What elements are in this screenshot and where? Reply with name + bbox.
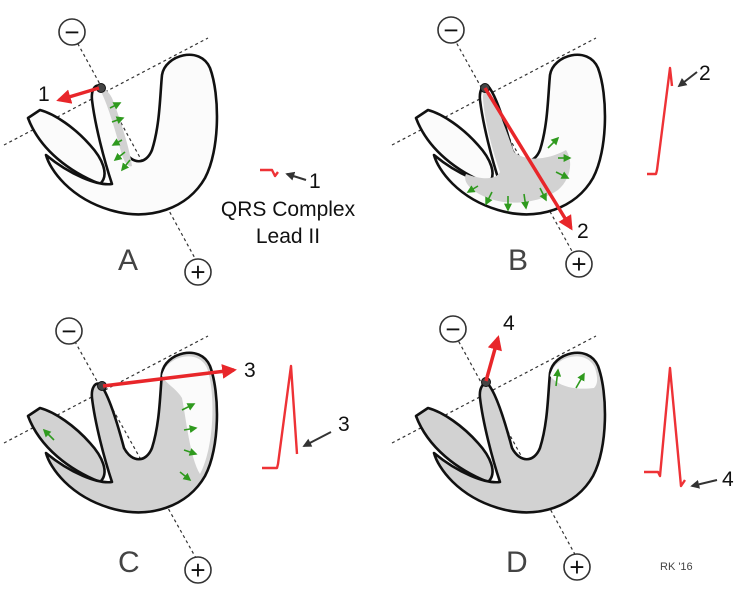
ventricle-shape <box>414 406 494 484</box>
local-arrow <box>42 428 55 441</box>
local-arrow <box>547 136 560 149</box>
panel-d: 4 − + D 4 <box>391 312 734 582</box>
lead-axis-line <box>71 32 198 263</box>
trace-label: 1 <box>309 170 321 193</box>
vector-arrow <box>102 364 237 388</box>
vector-label: 3 <box>244 359 256 382</box>
pointer-arrow <box>285 171 307 181</box>
minus-circle-icon: − <box>439 314 467 344</box>
ventricle-body <box>44 53 219 216</box>
trace-label: 2 <box>699 62 711 85</box>
vector-arrow <box>56 86 100 104</box>
svg-text:+: + <box>190 555 205 585</box>
local-arrow <box>111 138 123 146</box>
plus-circle-icon: + <box>184 257 212 287</box>
vector-arrow <box>484 335 502 382</box>
svg-text:+: + <box>569 552 584 582</box>
qrs-trace <box>647 66 674 176</box>
local-arrow <box>109 102 122 110</box>
panel-letter: B <box>508 244 528 277</box>
local-arrow <box>466 185 479 193</box>
local-arrow <box>121 159 131 172</box>
local-arrow <box>575 372 585 389</box>
vector-label: 4 <box>503 312 515 335</box>
local-arrow <box>521 193 530 210</box>
pointer-arrow <box>690 479 718 489</box>
ventricle-body <box>432 351 607 514</box>
svg-text:+: + <box>190 257 205 287</box>
trace-label: 3 <box>338 413 350 436</box>
panel-letter: C <box>118 546 140 579</box>
plus-circle-icon: + <box>565 249 593 279</box>
credit-text: RK '16 <box>660 561 693 573</box>
plus-circle-icon: + <box>184 555 212 585</box>
local-arrow <box>183 425 198 433</box>
pointer-arrow <box>677 71 698 88</box>
lead-axis-line <box>68 330 198 561</box>
panel-a: 1 − + A 1 <box>3 17 321 287</box>
caption-qrs-complex: QRS Complex <box>221 198 356 221</box>
depolarized-region <box>100 89 132 167</box>
svg-text:−: − <box>64 17 79 47</box>
qrs-trace <box>644 366 686 488</box>
minus-circle-icon: − <box>58 17 86 47</box>
svg-text:−: − <box>443 15 458 45</box>
vector-label: 1 <box>38 83 50 106</box>
ventricle-shape <box>26 406 106 484</box>
svg-text:−: − <box>445 314 460 344</box>
vector-label: 2 <box>577 220 589 243</box>
ventricle-shape <box>26 108 106 186</box>
undepolarized-region <box>550 356 598 389</box>
vector-arrow <box>483 87 573 231</box>
plus-circle-icon: + <box>563 552 591 582</box>
qrs-trace <box>260 168 279 178</box>
local-arrow <box>181 403 196 411</box>
local-arrow <box>113 151 126 161</box>
local-arrow <box>553 368 562 387</box>
undepolarized-region <box>162 356 213 474</box>
svg-text:−: − <box>61 316 76 346</box>
lead-axis-line <box>450 32 579 263</box>
minus-circle-icon: − <box>437 15 465 45</box>
ventricle-body <box>44 351 219 514</box>
pointer-arrow <box>302 431 332 447</box>
panel-letter: D <box>506 546 528 579</box>
local-arrow <box>555 171 570 179</box>
trace-label: 4 <box>722 468 734 491</box>
local-arrow <box>539 187 547 202</box>
panel-letter: A <box>118 244 138 277</box>
local-arrow <box>183 448 198 456</box>
lead-axis-line <box>452 330 579 561</box>
depolarized-region <box>465 89 571 203</box>
caption-lead-ii: Lead II <box>256 225 320 248</box>
ventricle-shape <box>414 108 494 186</box>
panel-b: 2 − + B 2 <box>391 15 711 279</box>
local-arrow <box>485 191 493 206</box>
panel-c: 3 − + C 3 <box>3 316 350 585</box>
minus-circle-icon: − <box>55 316 83 346</box>
local-arrow <box>111 116 125 124</box>
qrs-trace <box>262 364 299 470</box>
local-arrow <box>179 471 192 481</box>
svg-text:+: + <box>571 249 586 279</box>
